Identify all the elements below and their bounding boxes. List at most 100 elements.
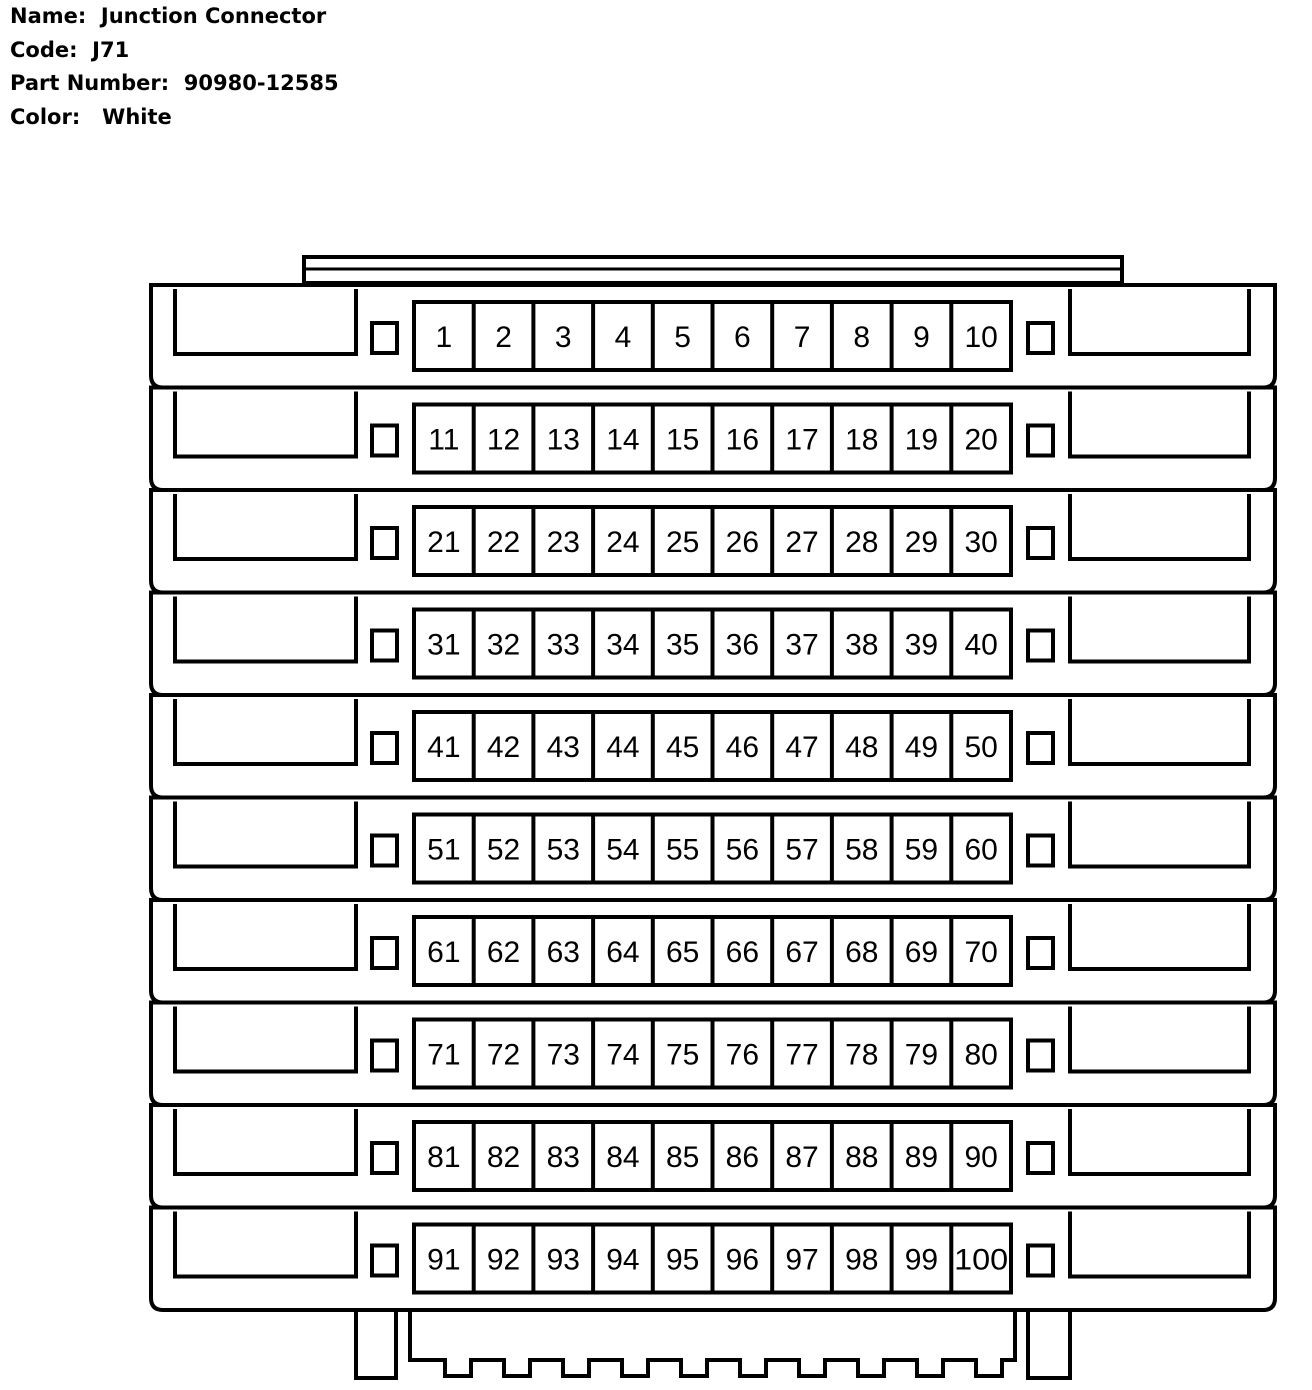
pin-number: 98 xyxy=(845,1244,878,1277)
pin-number: 41 xyxy=(427,731,460,764)
pin-number: 92 xyxy=(487,1244,520,1277)
pin-number: 29 xyxy=(905,526,938,559)
part-number-row: Part Number: 90980-12585 xyxy=(10,67,339,101)
color-row: Color: White xyxy=(10,101,339,135)
pin-number: 30 xyxy=(964,526,997,559)
right-lock-square xyxy=(1026,1243,1055,1278)
code-label: Code: xyxy=(10,37,78,62)
left-recess xyxy=(173,1211,358,1279)
pin-number: 36 xyxy=(726,629,759,662)
left-lock-square xyxy=(370,321,399,355)
left-lock-square xyxy=(370,628,399,663)
pin-number: 52 xyxy=(487,834,520,867)
right-recess xyxy=(1068,494,1251,561)
right-lock-square xyxy=(1026,321,1055,355)
pin-number: 80 xyxy=(964,1039,997,1072)
connector-top-tab xyxy=(302,255,1124,285)
left-recess xyxy=(173,801,358,869)
pin-number: 50 xyxy=(964,731,997,764)
connector-info: Name: Junction Connector Code: J71 Part … xyxy=(10,0,339,134)
pin-number: 60 xyxy=(964,834,997,867)
pin-number: 11 xyxy=(428,424,459,457)
pin-number: 12 xyxy=(487,424,520,457)
pin-number: 81 xyxy=(427,1141,460,1174)
left-lock-square xyxy=(370,731,399,765)
pin-number: 49 xyxy=(905,731,938,764)
pin-number: 21 xyxy=(427,526,460,559)
left-recess xyxy=(173,391,358,459)
pin-number: 16 xyxy=(726,424,759,457)
pin-number: 5 xyxy=(674,321,691,354)
pin-number: 96 xyxy=(726,1244,759,1277)
pin-number: 23 xyxy=(547,526,580,559)
pin-number: 27 xyxy=(785,526,818,559)
pin-number: 65 xyxy=(666,936,699,969)
pin-number: 54 xyxy=(606,834,639,867)
pin-number: 83 xyxy=(547,1141,580,1174)
pin-number: 32 xyxy=(487,629,520,662)
left-lock-square xyxy=(370,526,399,560)
part-number-label: Part Number: xyxy=(10,71,170,95)
left-lock-square xyxy=(370,936,399,970)
pin-number: 64 xyxy=(606,936,639,969)
name-label: Name: xyxy=(10,4,87,28)
pin-number: 33 xyxy=(547,629,580,662)
right-recess xyxy=(1068,1211,1251,1279)
left-lock-square xyxy=(370,1243,399,1278)
pin-number: 91 xyxy=(427,1244,460,1277)
pin-number: 45 xyxy=(666,731,699,764)
right-recess xyxy=(1068,596,1251,664)
left-recess xyxy=(173,699,358,766)
pin-number: 28 xyxy=(845,526,878,559)
pin-number: 99 xyxy=(905,1244,938,1277)
right-lock-square xyxy=(1026,1141,1055,1175)
right-recess xyxy=(1068,391,1251,459)
pin-number: 51 xyxy=(427,834,460,867)
pin-number: 44 xyxy=(606,731,639,764)
right-lock-square xyxy=(1026,1038,1055,1073)
pin-number: 38 xyxy=(845,629,878,662)
pin-number: 6 xyxy=(734,321,751,354)
pin-number: 70 xyxy=(964,936,997,969)
left-recess xyxy=(173,289,358,356)
left-recess xyxy=(173,1109,358,1176)
pin-number: 22 xyxy=(487,526,520,559)
pin-number: 15 xyxy=(666,424,699,457)
connector-color: White xyxy=(102,104,172,129)
pin-number: 84 xyxy=(606,1141,639,1174)
left-lock-square xyxy=(370,1038,399,1073)
pin-number: 56 xyxy=(726,834,759,867)
pin-number: 87 xyxy=(785,1141,818,1174)
pin-number: 75 xyxy=(666,1039,699,1072)
right-recess xyxy=(1068,904,1251,971)
pin-number: 76 xyxy=(726,1039,759,1072)
pin-number: 10 xyxy=(964,321,997,354)
pin-number: 79 xyxy=(905,1039,938,1072)
pin-number: 53 xyxy=(547,834,580,867)
right-recess xyxy=(1068,699,1251,766)
pin-number: 13 xyxy=(547,424,580,457)
pin-number: 4 xyxy=(615,321,632,354)
pin-number: 66 xyxy=(726,936,759,969)
right-recess xyxy=(1068,1006,1251,1074)
pin-number: 71 xyxy=(427,1039,460,1072)
pin-number: 86 xyxy=(726,1141,759,1174)
pin-number: 35 xyxy=(666,629,699,662)
connector-code: J71 xyxy=(92,37,130,62)
right-lock-square xyxy=(1026,833,1055,868)
pin-number: 59 xyxy=(905,834,938,867)
pin-number: 82 xyxy=(487,1141,520,1174)
pin-number: 39 xyxy=(905,629,938,662)
right-recess xyxy=(1068,289,1251,356)
left-lock-square xyxy=(370,833,399,868)
pin-number: 94 xyxy=(606,1244,639,1277)
pin-number: 42 xyxy=(487,731,520,764)
pin-number: 9 xyxy=(913,321,930,354)
pin-number: 19 xyxy=(905,424,938,457)
